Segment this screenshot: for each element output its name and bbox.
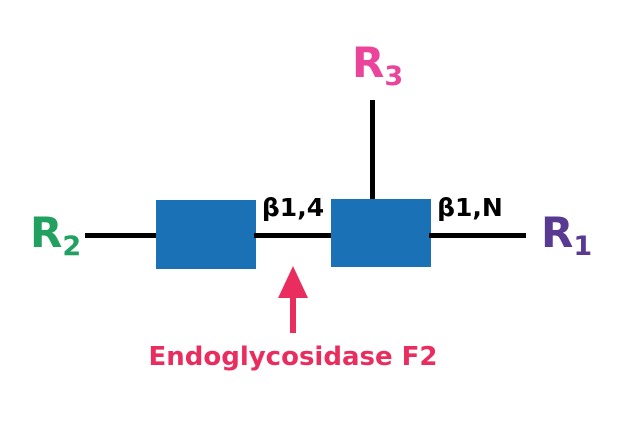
sugar-square-right bbox=[331, 199, 431, 267]
r3-label: R3 bbox=[352, 42, 403, 91]
r3-base: R bbox=[352, 38, 385, 87]
sugar-square-left bbox=[156, 200, 256, 269]
r1-base: R bbox=[541, 208, 574, 257]
enzyme-name-label: Endoglycosidase F2 bbox=[148, 342, 438, 372]
bond-line-left bbox=[85, 233, 158, 238]
r2-base: R bbox=[30, 208, 63, 257]
r2-label: R2 bbox=[30, 212, 81, 261]
r1-label: R1 bbox=[541, 212, 592, 261]
beta-1-n-bond-label: β1,N bbox=[437, 193, 503, 222]
bond-line-middle bbox=[254, 233, 334, 238]
arrow-head-icon bbox=[278, 266, 308, 298]
r2-subscript: 2 bbox=[62, 231, 82, 263]
beta-1-4-bond-label: β1,4 bbox=[261, 193, 325, 222]
bond-line-vertical bbox=[370, 100, 375, 201]
r1-subscript: 1 bbox=[573, 231, 593, 263]
r3-subscript: 3 bbox=[384, 61, 404, 93]
arrow-shaft bbox=[290, 294, 296, 333]
bond-line-right bbox=[429, 233, 526, 238]
